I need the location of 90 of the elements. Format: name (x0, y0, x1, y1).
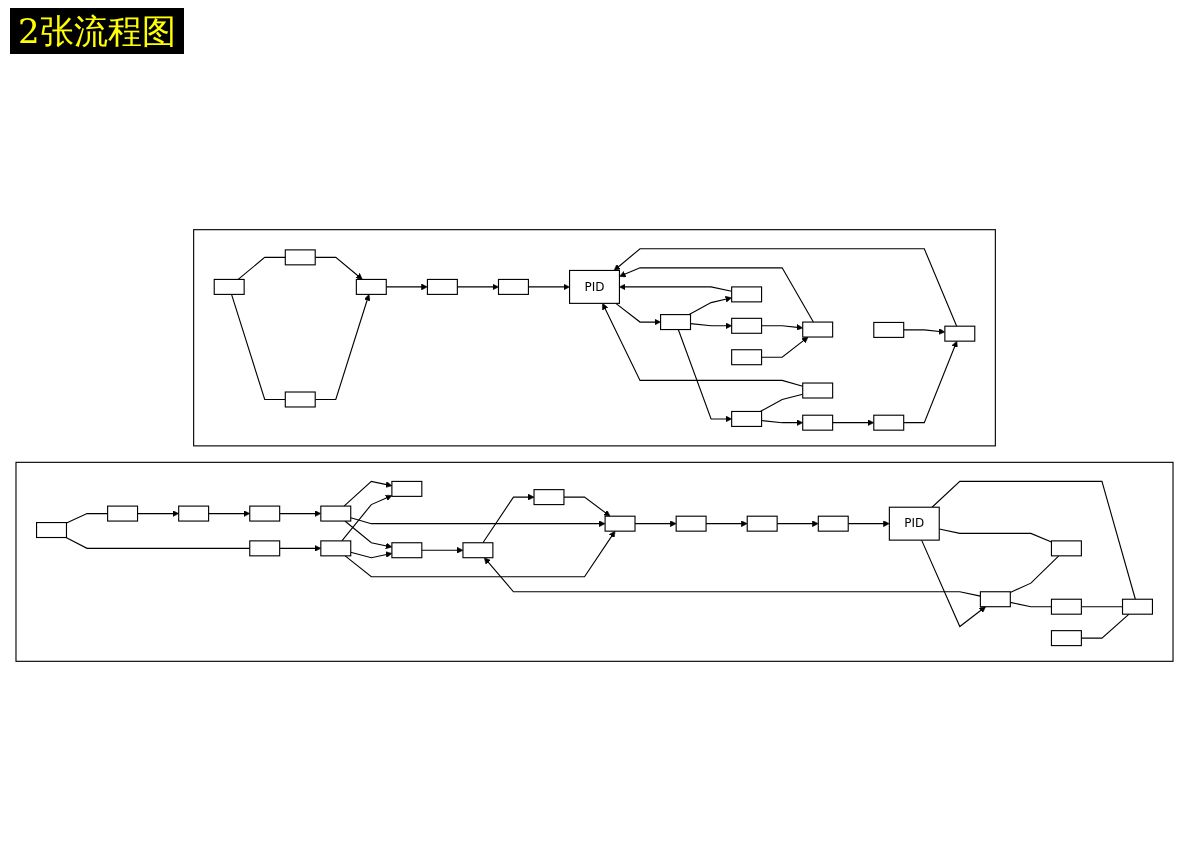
node-box (731, 317, 763, 334)
cluster (193, 229, 996, 447)
arrow (484, 557, 981, 597)
connector (1080, 613, 1130, 639)
arrow (634, 520, 677, 527)
node-box (802, 321, 834, 338)
node-box (497, 278, 529, 295)
arrow (688, 296, 732, 316)
node-box (249, 540, 281, 557)
node-box (873, 414, 905, 431)
connector (759, 393, 804, 412)
node-box (284, 391, 316, 408)
arrow (619, 283, 733, 292)
node-box (873, 321, 905, 338)
arrow (456, 283, 499, 291)
arrow (615, 302, 661, 326)
node-box (731, 286, 763, 303)
arrow (903, 340, 958, 424)
node-box: PID (569, 269, 620, 304)
diagram-title: 2张流程图 (10, 8, 184, 54)
arrow (761, 336, 809, 358)
connector (1009, 601, 1052, 608)
arrow (761, 324, 803, 331)
arrow (776, 520, 819, 527)
node-box: PID (888, 506, 940, 541)
node-box (802, 414, 834, 431)
connector (65, 536, 251, 549)
node-box (355, 278, 387, 295)
arrow (689, 322, 732, 330)
arrow (921, 539, 986, 628)
arrow (761, 419, 803, 426)
cluster (15, 461, 1174, 662)
node-box (320, 505, 352, 522)
node-box (533, 489, 565, 506)
connector (1080, 606, 1124, 608)
arrow (602, 303, 804, 387)
node-box (178, 505, 210, 522)
arrow (705, 520, 748, 527)
arrow (832, 419, 875, 426)
arrow (619, 267, 814, 323)
node-box (391, 480, 423, 497)
connector (65, 513, 109, 524)
node-box (391, 542, 423, 559)
arrow (343, 480, 393, 507)
arrow (421, 546, 464, 554)
node-box (675, 515, 707, 532)
node-box (1121, 598, 1153, 615)
node-box (746, 515, 778, 532)
arrow (563, 496, 611, 517)
arrow (279, 545, 322, 552)
arrow (903, 328, 946, 335)
node-box (213, 278, 245, 295)
connector (231, 293, 286, 401)
arrow (314, 294, 371, 401)
node-box (731, 410, 763, 427)
node-box (660, 314, 692, 331)
arrow (385, 283, 428, 291)
node-box (1050, 540, 1082, 557)
node-box (817, 515, 849, 532)
arrow (847, 520, 890, 527)
arrow (341, 494, 393, 542)
connector (931, 480, 1136, 600)
node-box (249, 505, 281, 522)
arrow (208, 510, 251, 517)
node-box (802, 382, 834, 399)
arrow (350, 517, 606, 527)
node-box (604, 515, 636, 532)
arrow (613, 248, 958, 327)
node-box (284, 249, 316, 266)
node-box (36, 522, 68, 539)
node-box (1050, 630, 1082, 647)
node-box (320, 540, 352, 557)
arrow (344, 520, 393, 550)
connector (1009, 555, 1060, 593)
node-box (731, 349, 763, 366)
node-box (944, 325, 976, 342)
arrow (527, 283, 570, 291)
arrow (350, 551, 393, 559)
node-box (979, 591, 1011, 608)
arrow (482, 493, 535, 544)
arrow (314, 256, 363, 280)
node-box (462, 542, 494, 559)
arrow (677, 329, 732, 423)
connector (237, 256, 286, 280)
arrow (137, 510, 179, 517)
node-box (426, 278, 458, 295)
arrow (344, 530, 616, 578)
node-box (1050, 598, 1082, 615)
arrow (279, 510, 322, 517)
node-box (107, 505, 139, 522)
